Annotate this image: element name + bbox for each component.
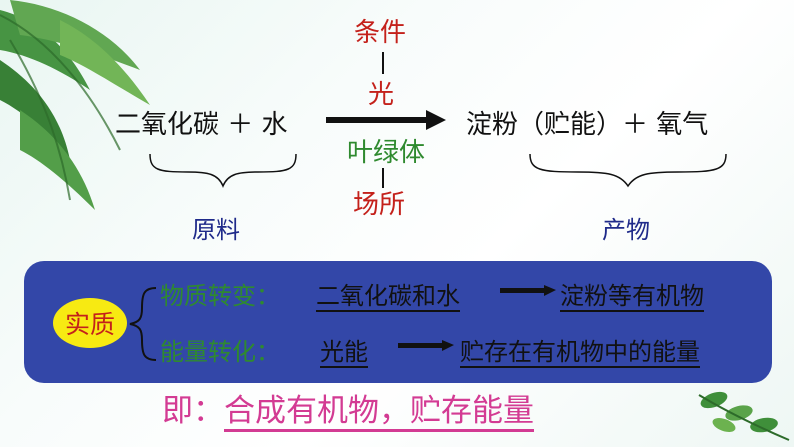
condition-connector (382, 52, 384, 74)
raw-materials-label: 原料 (192, 216, 240, 244)
products-label: 产物 (602, 216, 650, 244)
energy-arrow (398, 340, 454, 351)
energy-to: 贮存在有机物中的能量 (460, 338, 700, 368)
site-connector (382, 168, 384, 188)
matter-label: 物质转变： (160, 282, 280, 310)
site-value: 叶绿体 (347, 138, 426, 168)
leaf-sprig-decoration (698, 391, 790, 441)
matter-from: 二氧化碳和水 (316, 282, 460, 312)
conclusion-prefix: 即： (162, 393, 224, 429)
condition-label: 条件 (354, 18, 407, 48)
matter-arrow (500, 285, 556, 296)
matter-to: 淀粉等有机物 (560, 282, 704, 312)
site-label: 场所 (353, 190, 406, 220)
conclusion: 即：合成有机物，贮存能量 (162, 391, 534, 432)
condition-value: 光 (368, 80, 395, 110)
energy-label: 能量转化： (160, 338, 280, 366)
products-text: 淀粉（贮能）＋ 氧气 (466, 110, 709, 140)
essence-brace (129, 287, 157, 361)
reaction-arrow (326, 110, 446, 130)
products-brace (529, 153, 727, 188)
energy-from: 光能 (320, 338, 368, 368)
fern-leaves-decoration (0, 0, 150, 210)
essence-badge: 实质 (53, 298, 127, 348)
raw-materials-brace (149, 153, 297, 188)
conclusion-text: 合成有机物，贮存能量 (224, 393, 534, 432)
reactants-text: 二氧化碳 ＋ 水 (115, 110, 288, 140)
essence-panel (24, 261, 772, 383)
